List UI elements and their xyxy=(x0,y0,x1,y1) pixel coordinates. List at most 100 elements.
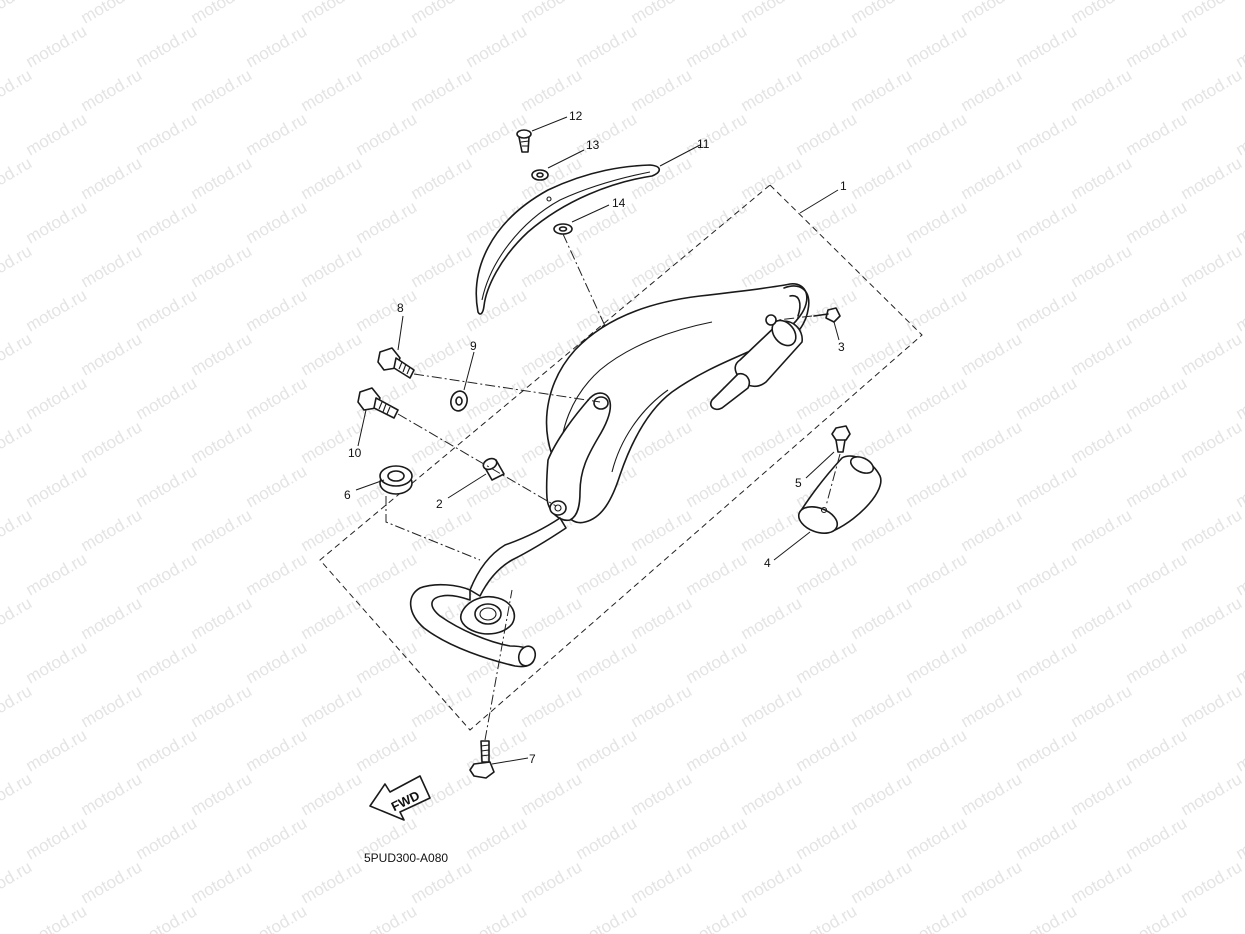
watermark-text: motod.ru xyxy=(1123,109,1191,159)
watermark-text: motod.ru xyxy=(188,241,256,291)
watermark-text: motod.ru xyxy=(1013,373,1081,423)
watermark-text: motod.ru xyxy=(0,65,35,115)
watermark-text: motod.ru xyxy=(1233,109,1245,159)
watermark-text: motod.ru xyxy=(738,153,806,203)
watermark-text: motod.ru xyxy=(133,725,201,775)
watermark-text: motod.ru xyxy=(23,21,91,71)
watermark-text: motod.ru xyxy=(1013,197,1081,247)
watermark-text: motod.ru xyxy=(573,109,641,159)
watermark-text: motod.ru xyxy=(23,901,91,934)
watermark-text: motod.ru xyxy=(1013,549,1081,599)
watermark-text: motod.ru xyxy=(133,461,201,511)
watermark-text: motod.ru xyxy=(903,197,971,247)
watermark-text: motod.ru xyxy=(243,637,311,687)
watermark-text: motod.ru xyxy=(683,109,751,159)
heat-guard xyxy=(475,164,661,332)
watermark-text: motod.ru xyxy=(1123,549,1191,599)
watermark-text: motod.ru xyxy=(353,549,421,599)
watermark-text: motod.ru xyxy=(0,153,35,203)
washer-9 xyxy=(450,390,468,412)
watermark-text: motod.ru xyxy=(903,901,971,934)
watermark-text: motod.ru xyxy=(573,197,641,247)
watermark-text: motod.ru xyxy=(188,505,256,555)
watermark-text: motod.ru xyxy=(1123,197,1191,247)
watermark-text: motod.ru xyxy=(738,0,806,27)
assembly-box xyxy=(319,184,923,731)
callout-8: 8 xyxy=(397,301,404,315)
watermark-text: motod.ru xyxy=(1178,65,1245,115)
watermark-text: motod.ru xyxy=(1233,637,1245,687)
watermark-text: motod.ru xyxy=(243,109,311,159)
watermark-text: motod.ru xyxy=(0,681,35,731)
callout-5: 5 xyxy=(795,476,802,490)
watermark-text: motod.ru xyxy=(298,769,366,819)
watermark-text: motod.ru xyxy=(683,21,751,71)
watermark-text: motod.ru xyxy=(903,373,971,423)
watermark-text: motod.ru xyxy=(0,505,35,555)
callout-4: 4 xyxy=(764,556,771,570)
watermark-text: motod.ru xyxy=(1068,241,1136,291)
watermark-text: motod.ru xyxy=(738,417,806,467)
watermark-text: motod.ru xyxy=(683,197,751,247)
watermark-text: motod.ru xyxy=(408,0,476,27)
axis-bolt-10 xyxy=(397,413,557,507)
watermark-text: motod.ru xyxy=(298,65,366,115)
watermark-text: motod.ru xyxy=(243,725,311,775)
watermark-text: motod.ru xyxy=(793,109,861,159)
watermark-text: motod.ru xyxy=(133,21,201,71)
watermark-text: motod.ru xyxy=(518,241,586,291)
watermark-text: motod.ru xyxy=(133,549,201,599)
watermark-text: motod.ru xyxy=(1123,461,1191,511)
watermark-text: motod.ru xyxy=(133,285,201,335)
watermark-text: motod.ru xyxy=(0,0,35,27)
screw-3 xyxy=(813,307,841,323)
watermark-text: motod.ru xyxy=(628,0,696,27)
watermark-text: motod.ru xyxy=(1178,505,1245,555)
watermark-text: motod.ru xyxy=(793,549,861,599)
watermark-text: motod.ru xyxy=(23,637,91,687)
watermark-text: motod.ru xyxy=(133,901,201,934)
bolt-8 xyxy=(377,347,415,379)
watermark-text: motod.ru xyxy=(903,285,971,335)
watermark-text: motod.ru xyxy=(23,373,91,423)
watermark-text: motod.ru xyxy=(353,21,421,71)
watermark-text: motod.ru xyxy=(1178,417,1245,467)
watermark-text: motod.ru xyxy=(1068,593,1136,643)
watermark-text: motod.ru xyxy=(1233,197,1245,247)
watermark-text: motod.ru xyxy=(298,857,366,907)
watermark-text: motod.ru xyxy=(738,505,806,555)
watermark-text: motod.ru xyxy=(518,681,586,731)
watermark-text: motod.ru xyxy=(903,461,971,511)
bolt-10 xyxy=(357,387,399,419)
watermark-text: motod.ru xyxy=(23,461,91,511)
watermark-text: motod.ru xyxy=(1178,857,1245,907)
watermark-text: motod.ru xyxy=(243,285,311,335)
watermark-text: motod.ru xyxy=(1178,593,1245,643)
watermark-text: motod.ru xyxy=(793,813,861,863)
watermark-text: motod.ru xyxy=(408,153,476,203)
watermark-text: motod.ru xyxy=(1013,725,1081,775)
watermark-text: motod.ru xyxy=(903,637,971,687)
watermark-text: motod.ru xyxy=(848,769,916,819)
watermark-text: motod.ru xyxy=(1178,241,1245,291)
watermark-text: motod.ru xyxy=(23,813,91,863)
watermark-text: motod.ru xyxy=(1233,901,1245,934)
watermark-text: motod.ru xyxy=(243,901,311,934)
axis-screw-5 xyxy=(825,453,841,507)
watermark-text: motod.ru xyxy=(353,901,421,934)
watermark-text: motod.ru xyxy=(738,681,806,731)
watermark-text: motod.ru xyxy=(848,857,916,907)
watermark-text: motod.ru xyxy=(848,153,916,203)
callout-9: 9 xyxy=(470,339,477,353)
watermark-text: motod.ru xyxy=(958,153,1026,203)
watermark-text: motod.ru xyxy=(78,417,146,467)
watermark-text: motod.ru xyxy=(1233,549,1245,599)
watermark-text: motod.ru xyxy=(683,549,751,599)
watermark-text: motod.ru xyxy=(573,637,641,687)
watermark-text: motod.ru xyxy=(683,813,751,863)
watermark-text: motod.ru xyxy=(243,21,311,71)
watermark-text: motod.ru xyxy=(298,593,366,643)
watermark-text: motod.ru xyxy=(188,65,256,115)
watermark-text: motod.ru xyxy=(133,813,201,863)
watermark-text: motod.ru xyxy=(628,241,696,291)
